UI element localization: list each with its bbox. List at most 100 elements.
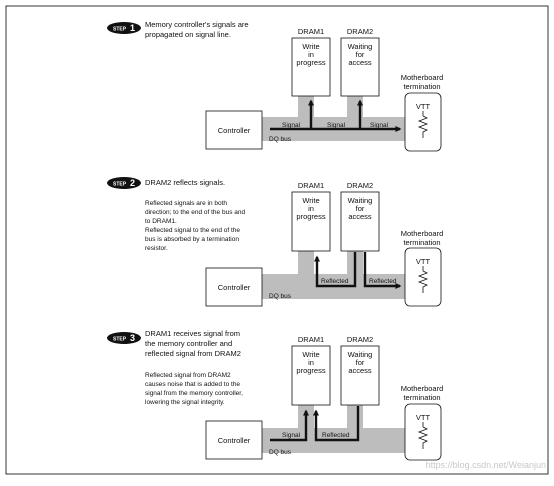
step-note-line: resistor. <box>145 245 168 252</box>
dram2-chip <box>340 345 380 406</box>
termination-label-line: termination <box>403 238 440 247</box>
reflected-path <box>314 252 357 288</box>
dram1-state-line: progress <box>296 58 325 67</box>
dram1-state-line: Write <box>302 42 319 51</box>
dq-bus <box>262 96 405 141</box>
dram2-state-line: for <box>356 358 365 367</box>
dram1-state-line: progress <box>296 366 325 375</box>
dram1-state-line: progress <box>296 212 325 221</box>
step-badge: STEP 3 <box>107 332 141 344</box>
dram2-state-line: Waiting <box>348 42 373 51</box>
signal-label: Signal <box>327 122 346 129</box>
step-badge-prefix: STEP <box>113 337 127 343</box>
dram1-label: DRAM1 <box>298 335 324 344</box>
termination-label-line: Motherboard <box>401 229 444 238</box>
step-badge-prefix: STEP <box>113 27 127 33</box>
dram1-label: DRAM1 <box>298 27 324 36</box>
step-note-line: Reflected signal to the end of the <box>145 227 240 234</box>
termination-box <box>404 247 442 307</box>
signal-path <box>270 409 309 442</box>
termination-label-line: termination <box>403 82 440 91</box>
controller-label: Controller <box>218 436 251 445</box>
dq-bus <box>262 405 405 453</box>
dram1-state-line: in <box>308 204 314 213</box>
termination-label-line: Motherboard <box>401 73 444 82</box>
step-heading-line: reflected signal from DRAM2 <box>145 349 241 358</box>
bus-label: DQ bus <box>269 293 292 300</box>
dram2-chip <box>340 37 380 97</box>
dram1-chip <box>291 37 331 97</box>
step-heading-line: DRAM1 receives signal from <box>145 329 240 338</box>
step-badge-prefix: STEP <box>113 182 127 188</box>
dram2-state-line: access <box>348 58 372 67</box>
signal-label: Signal <box>370 122 389 129</box>
termination-box <box>404 403 442 461</box>
step-badge: STEP 1 <box>107 22 141 34</box>
vtt-label: VTT <box>416 413 431 422</box>
reflected-path <box>363 252 402 289</box>
resistor-icon <box>417 270 429 293</box>
bus-label: DQ bus <box>269 449 292 456</box>
dram2-state-line: for <box>356 204 365 213</box>
step-note-line: to DRAM1. <box>145 218 177 225</box>
dram2-chip <box>340 191 380 252</box>
step-note-line: Reflected signals are in both <box>145 200 227 207</box>
dram2-state-line: access <box>348 366 372 375</box>
resistor-icon <box>417 115 429 138</box>
dram2-label: DRAM2 <box>347 335 373 344</box>
dram1-chip <box>291 345 331 406</box>
step-note-line: causes noise that is added to the <box>145 381 240 388</box>
signal-label: Reflected <box>321 278 349 285</box>
dram1-state-line: in <box>308 50 314 59</box>
dram2-state-line: for <box>356 50 365 59</box>
termination-box <box>404 92 442 152</box>
step-heading-line: DRAM2 reflects signals. <box>145 178 225 187</box>
step-3-panel: STEP 3 DRAM1 receives signal from the me… <box>107 329 444 461</box>
resistor-icon <box>417 426 429 449</box>
termination-label-line: Motherboard <box>401 384 444 393</box>
outer-frame <box>5 5 549 475</box>
controller-box <box>205 110 263 150</box>
step-heading-line: the memory controller and <box>145 339 232 348</box>
dram1-state-line: Write <box>302 350 319 359</box>
watermark: https://blog.csdn.net/Weianjun <box>426 460 546 470</box>
dram1-state-line: in <box>308 358 314 367</box>
vtt-label: VTT <box>416 257 431 266</box>
step-badge-number: 1 <box>130 23 135 33</box>
step-heading-line: propagated on signal line. <box>145 30 231 39</box>
dram2-state-line: Waiting <box>348 196 373 205</box>
signal-label: Signal <box>282 122 301 129</box>
dram2-label: DRAM2 <box>347 27 373 36</box>
controller-label: Controller <box>218 126 251 135</box>
step-heading-line: Memory controller's signals are <box>145 20 249 29</box>
termination-label-line: termination <box>403 393 440 402</box>
step-note-line: signal from the memory controller, <box>145 390 243 397</box>
bus-label: DQ bus <box>269 136 292 143</box>
step-2-panel: STEP 2 DRAM2 reflects signals. Reflected… <box>107 177 444 307</box>
vtt-label: VTT <box>416 102 431 111</box>
dram2-state-line: Waiting <box>348 350 373 359</box>
step-1-panel: STEP 1 Memory controller's signals are p… <box>107 20 444 152</box>
controller-label: Controller <box>218 283 251 292</box>
reflected-path <box>313 406 360 442</box>
signal-label: Reflected <box>369 278 397 285</box>
step-note-line: lowering the signal integrity. <box>145 399 225 406</box>
step-note-line: bus is absorbed by a termination <box>145 236 239 243</box>
controller-box <box>205 420 263 460</box>
dram1-chip <box>291 191 331 252</box>
step-badge-number: 3 <box>130 333 135 343</box>
dram1-state-line: Write <box>302 196 319 205</box>
step-badge-number: 2 <box>130 178 135 188</box>
signal-label: Reflected <box>322 432 350 439</box>
controller-box <box>205 267 263 307</box>
dq-bus <box>262 251 405 299</box>
step-badge: STEP 2 <box>107 177 141 189</box>
dram2-state-line: access <box>348 212 372 221</box>
dram1-label: DRAM1 <box>298 181 324 190</box>
step-note-line: Reflected signal from DRAM2 <box>145 372 231 379</box>
step-note-line: direction; to the end of the bus and <box>145 209 245 216</box>
dram2-label: DRAM2 <box>347 181 373 190</box>
signal-label: Signal <box>282 432 301 439</box>
